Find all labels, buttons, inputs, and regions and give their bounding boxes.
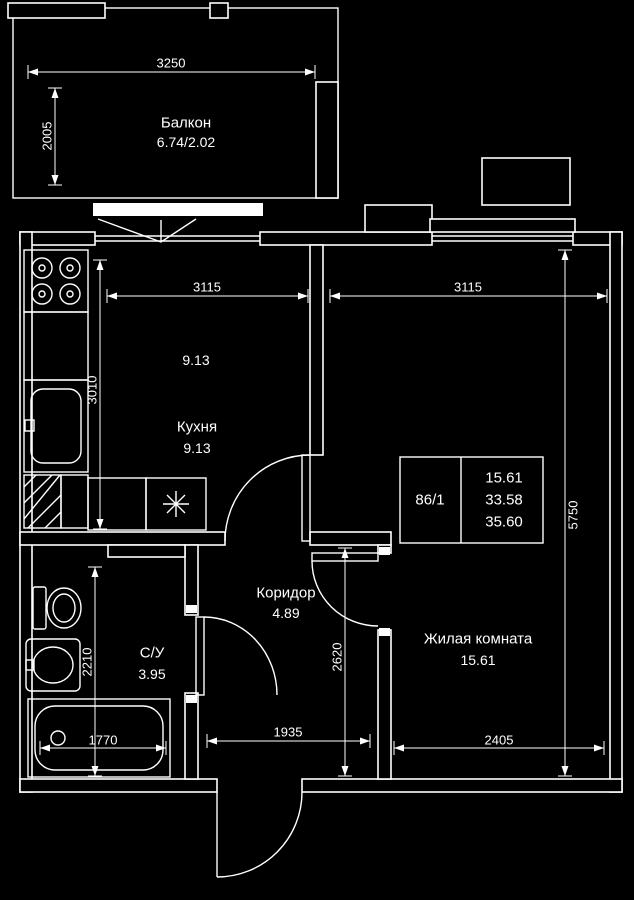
unit-number: 86/1 (415, 491, 445, 509)
dim-label-corridor-depth: 2620 (329, 642, 345, 672)
dim-label-balcony-depth: 2005 (39, 121, 55, 151)
windows (95, 235, 573, 242)
dim-bathroom-depth (88, 566, 102, 777)
outer-walls (19, 157, 623, 793)
dim-apartment-depth (558, 249, 572, 777)
dim-label-kitchen-width: 3115 (193, 279, 221, 295)
dim-label-apartment-depth: 5750 (565, 500, 581, 530)
dim-balcony-width (27, 65, 316, 79)
window-opening-mark (97, 218, 197, 243)
inner-walls (19, 244, 392, 780)
dim-label-living-bottom-width: 2405 (484, 732, 514, 748)
exterior-shaft (481, 157, 571, 206)
balcony-structure (7, 2, 339, 243)
corridor-area: 4.89 (272, 605, 300, 621)
dim-balcony-depth (48, 87, 62, 186)
entry-door (216, 791, 303, 878)
bathroom-door (195, 616, 278, 696)
dim-label-living-width: 3115 (454, 279, 482, 295)
kitchen-window (95, 235, 260, 242)
dim-kitchen-depth (93, 259, 107, 530)
doors (195, 454, 379, 878)
dim-label-bathroom-depth: 2210 (79, 647, 95, 677)
living-room-area: 15.61 (460, 652, 496, 668)
dim-bathroom-width (39, 741, 167, 755)
dim-label-balcony-width: 3250 (156, 55, 186, 71)
unit-info-box (399, 456, 544, 544)
toilet (32, 586, 82, 630)
balcony-label: Балкон (160, 114, 212, 132)
bathtub (27, 698, 171, 778)
dim-living-bottom-width (393, 741, 605, 755)
balcony-area: 6.74/2.02 (156, 134, 216, 150)
dimension-lines (27, 65, 608, 777)
unit-area: 33.58 (485, 491, 523, 509)
kitchen-counter-bottom (87, 477, 147, 531)
bathroom-label: С/У (139, 644, 165, 662)
stove (23, 249, 89, 313)
bathroom-area: 3.95 (138, 666, 166, 682)
kitchen-fixtures (23, 249, 207, 531)
dim-corridor-width (206, 734, 371, 748)
bathroom-fixtures (25, 586, 171, 778)
living-room-label: Жилая комната (423, 630, 533, 648)
kitchen-label: Кухня (176, 418, 218, 436)
kitchen-door (224, 454, 311, 542)
dim-living-width (329, 289, 608, 303)
dim-label-bathroom-width: 1770 (88, 732, 118, 748)
kitchen-sink (23, 379, 89, 473)
kitchen-cabinet (60, 474, 89, 529)
kitchen-counter (23, 311, 89, 381)
kitchen-area: 9.13 (183, 440, 211, 456)
corridor-label: Коридор (256, 584, 316, 602)
kitchen-area-note: 9.13 (182, 352, 210, 368)
balcony-door-sill (93, 203, 263, 216)
dim-label-kitchen-depth: 3010 (84, 375, 100, 405)
washbasin (25, 638, 81, 692)
unit-living-area: 15.61 (485, 469, 523, 487)
living-room-window (432, 235, 573, 242)
kitchen-sink-symbol (145, 477, 207, 531)
unit-total-area: 35.60 (485, 513, 523, 531)
dim-label-corridor-width: 1935 (273, 724, 303, 740)
dim-kitchen-width (106, 289, 309, 303)
